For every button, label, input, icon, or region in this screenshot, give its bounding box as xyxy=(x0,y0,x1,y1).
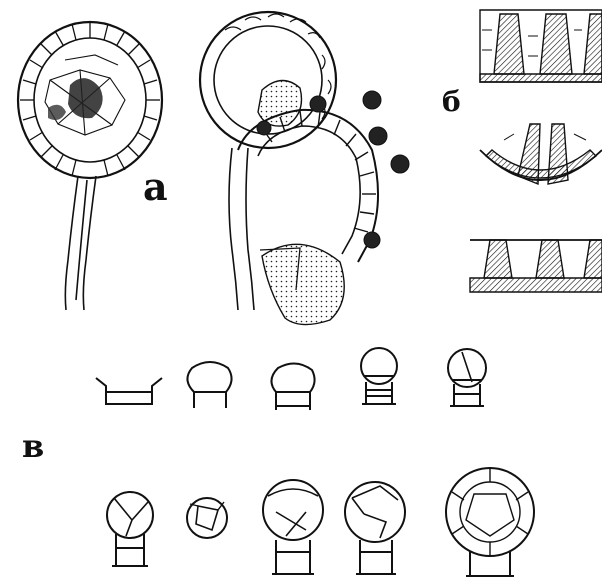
stage-10 xyxy=(446,468,534,576)
capsule-stalk xyxy=(229,148,254,310)
stage-3 xyxy=(271,363,314,410)
panel-a-right-capsule xyxy=(200,12,409,325)
spore-mass xyxy=(258,80,302,126)
stage-4 xyxy=(361,348,397,404)
stage-8 xyxy=(263,480,323,574)
capsule-base-leaf xyxy=(262,244,344,324)
stage-6 xyxy=(107,492,153,566)
panel-v-row-1 xyxy=(96,348,486,410)
capsule-dark-mass xyxy=(68,78,103,118)
wall-section-bottom xyxy=(470,240,602,292)
elater-arm-inner xyxy=(258,126,360,254)
panel-a-left-capsule xyxy=(18,22,162,310)
label-panel-b: б xyxy=(442,88,461,116)
wall-section-middle xyxy=(480,124,602,184)
capsule-stalk xyxy=(65,176,96,310)
panel-b-sections xyxy=(470,10,602,292)
label-panel-v: в xyxy=(22,430,44,462)
stage-2 xyxy=(187,362,231,408)
stage-1 xyxy=(96,378,162,404)
label-panel-a: а xyxy=(143,168,168,206)
panel-v-row-2 xyxy=(107,468,534,576)
wall-section-top xyxy=(480,10,602,82)
stage-9 xyxy=(345,482,405,574)
stage-7 xyxy=(187,498,227,538)
stage-5 xyxy=(448,349,486,406)
